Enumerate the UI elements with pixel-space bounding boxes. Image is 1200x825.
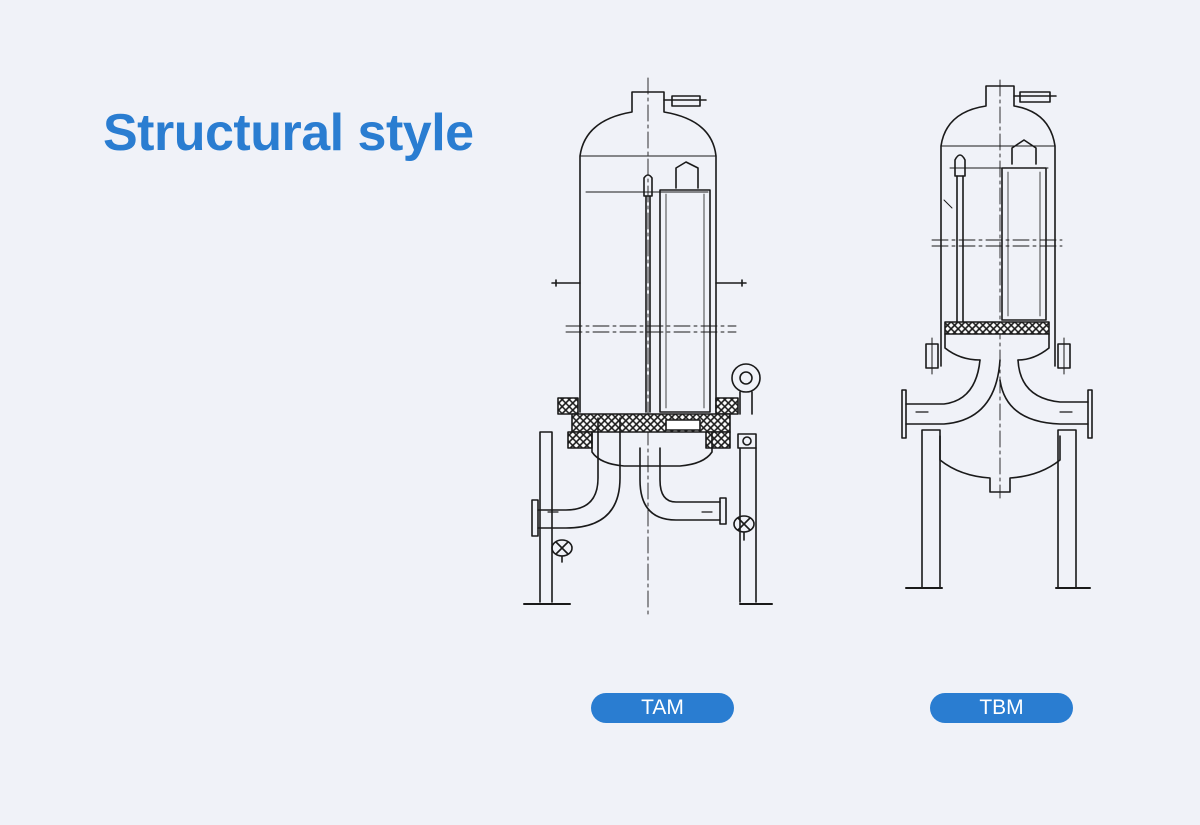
tbm-drawing [901,79,1093,589]
model-label-tbm: TBM [930,693,1073,723]
tam-drawing [523,77,773,619]
model-label-tam: TAM [591,693,734,723]
page-title: Structural style [103,104,474,162]
